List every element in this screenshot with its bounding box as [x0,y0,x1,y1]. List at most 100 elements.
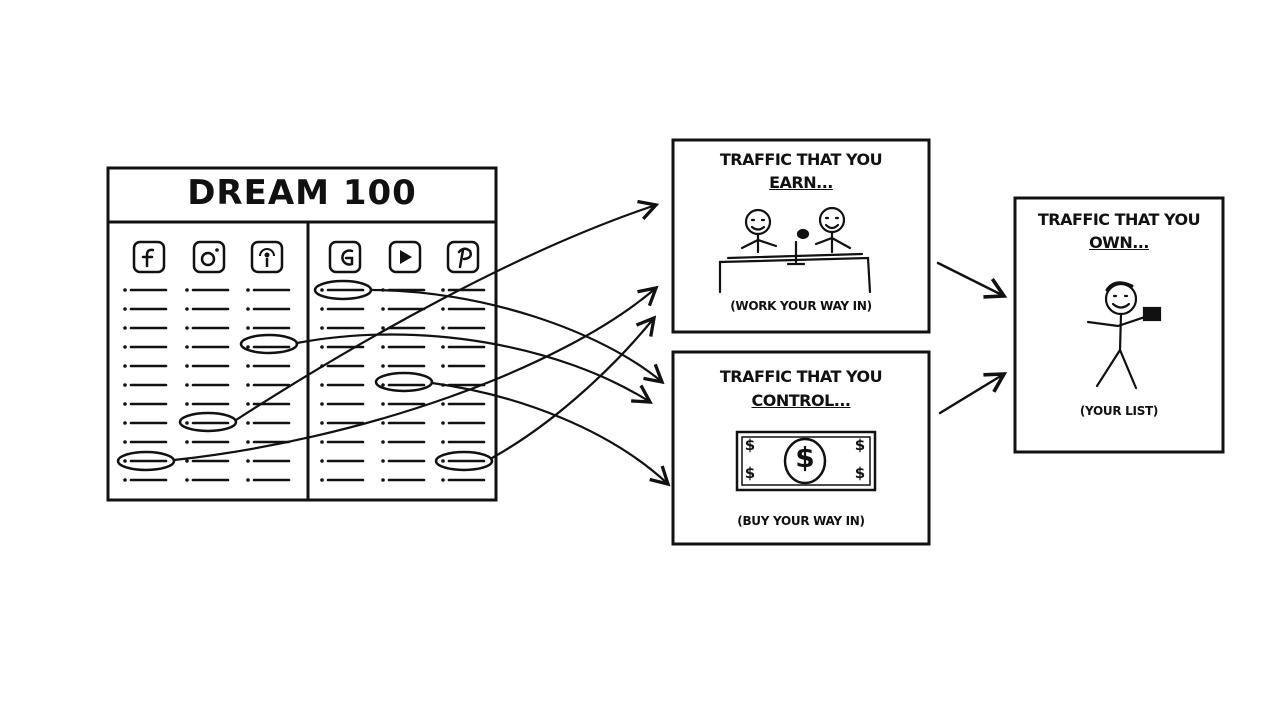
list-row-bullet [246,345,250,349]
google-icon [328,240,362,274]
list-row-bullet [320,288,324,292]
list-row-bullet [381,364,385,368]
list-row-bullet [246,459,250,463]
table-frame [106,166,498,502]
highlight-ellipse [178,411,238,433]
list-row-bullet [320,402,324,406]
list-row-bullet [185,478,189,482]
arrow-entry-to-earn [490,315,657,460]
own-caption: (YOUR LIST) [1079,404,1159,418]
list-row-bullet [441,345,445,349]
own-box [1013,196,1225,454]
list-row-bullet [123,364,127,368]
list-row-bullet [381,421,385,425]
list-row-bullet [185,364,189,368]
arrow-earn-to-own [936,261,1008,299]
arrow-entry-to-earn [234,199,660,422]
list-row-bullet [185,345,189,349]
list-row-bullet [185,440,189,444]
list-row-bullet [123,459,127,463]
earn-heading-line2: EARN... [769,173,833,192]
list-row-bullet [185,307,189,311]
list-row-bullet [123,326,127,330]
dollar-bill-icon [735,430,877,492]
control-heading-line1: TRAFFIC THAT YOU [719,367,883,386]
earn-caption: (WORK YOUR WAY IN) [730,299,872,313]
list-row-bullet [123,421,127,425]
list-row-bullet [441,459,445,463]
highlight-ellipse [434,450,494,472]
list-row-bullet [320,421,324,425]
list-row-bullet [441,307,445,311]
dollar-corner-symbol: $ [854,464,866,482]
list-row-bullet [246,383,250,387]
list-row-bullet [246,440,250,444]
list-row-bullet [381,326,385,330]
list-row-bullet [441,364,445,368]
dollar-corner-symbol: $ [744,436,756,454]
list-row-bullet [441,478,445,482]
desk-icon [718,256,872,294]
list-row-bullet [123,288,127,292]
list-row-bullet [381,383,385,387]
list-row-bullet [185,402,189,406]
list-row-bullet [320,307,324,311]
control-box [671,350,931,546]
list-row-bullet [381,459,385,463]
arrow-entry-to-control [369,288,665,385]
list-row-bullet [185,459,189,463]
dollar-corner-symbol: $ [744,464,756,482]
list-row-bullet [441,402,445,406]
list-row-bullet [185,288,189,292]
list-row-bullet [185,383,189,387]
podcast-interview-illustration [718,206,872,294]
list-row-bullet [441,288,445,292]
list-row-bullet [123,440,127,444]
dream-100-table [106,166,498,502]
list-row-bullet [246,307,250,311]
list-row-bullet [123,402,127,406]
list-row-bullet [320,383,324,387]
list-row-bullet [246,326,250,330]
list-row-bullet [381,307,385,311]
arrow-entry-to-control [430,381,671,487]
list-row-bullet [185,326,189,330]
list-row-bullet [381,402,385,406]
entry-arrows [172,199,671,487]
list-row-bullet [441,326,445,330]
podcast-icon [250,240,284,274]
arrow-entry-to-earn [172,285,659,462]
list-row-bullet [381,440,385,444]
earn-heading-line1: TRAFFIC THAT YOU [719,150,883,169]
dollar-center-symbol: $ [795,441,815,474]
list-row-bullet [246,421,250,425]
list-row-bullet [246,478,250,482]
list-row-bullet [320,326,324,330]
earn-box [671,138,931,334]
flow-arrows [936,261,1008,415]
youtube-icon [388,240,422,274]
own-heading-line1: TRAFFIC THAT YOU [1037,210,1201,229]
list-row-bullet [123,383,127,387]
person-with-phone-icon [1086,281,1162,390]
list-row-bullet [123,345,127,349]
list-row-bullet [123,307,127,311]
list-row-bullet [246,364,250,368]
facebook-icon [132,240,166,274]
list-row-bullet [320,440,324,444]
arrow-entry-to-control [295,333,653,404]
list-row-bullet [185,421,189,425]
list-row-bullet [320,459,324,463]
list-row-bullet [246,402,250,406]
own-heading-line2: OWN... [1089,233,1149,252]
arrow-control-to-own [938,372,1008,415]
list-row-bullet [441,421,445,425]
dream-100-title: DREAM 100 [187,173,417,213]
list-row-bullet [441,440,445,444]
instagram-icon [192,240,226,274]
list-row-bullet [246,288,250,292]
dollar-corner-symbol: $ [854,436,866,454]
control-caption: (BUY YOUR WAY IN) [737,514,865,528]
